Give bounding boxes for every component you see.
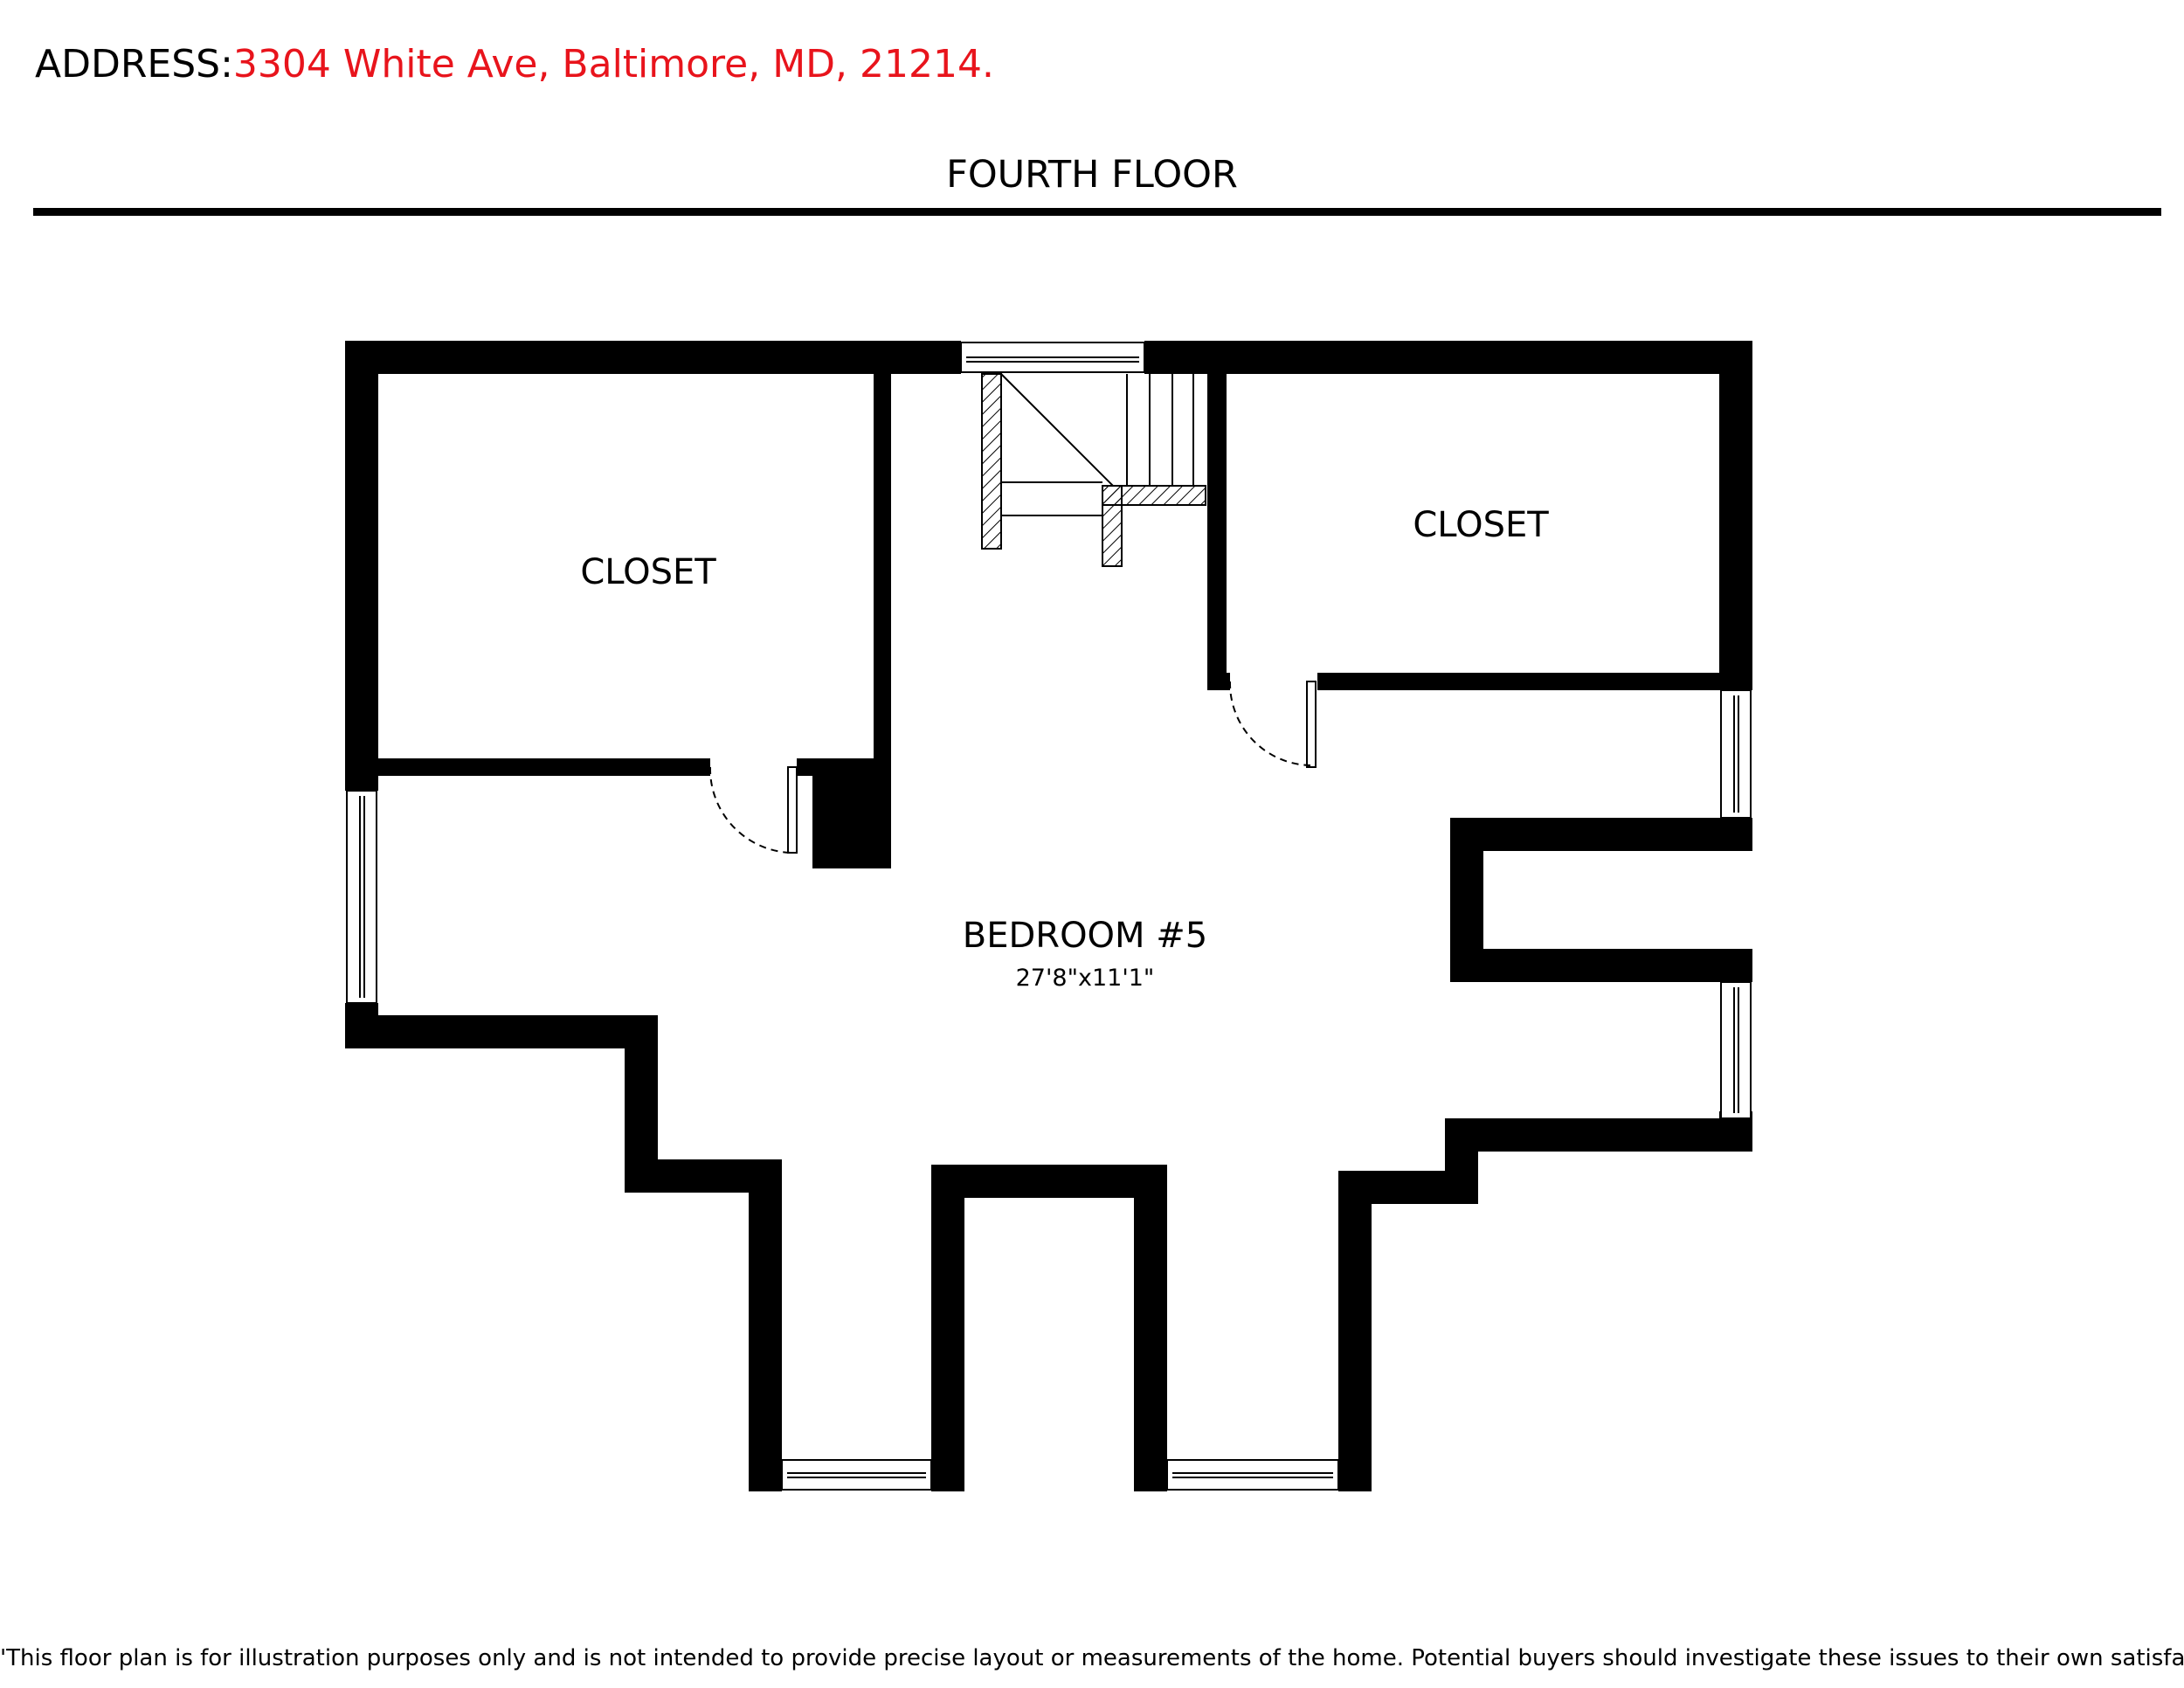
floor-title: FOURTH FLOOR (946, 153, 1238, 197)
room-dimensions-bedroom: 27'8"x11'1" (1016, 965, 1155, 992)
doors (708, 681, 1317, 854)
exterior-walls (345, 341, 1752, 1491)
address-value: 3304 White Ave, Baltimore, MD, 21214. (232, 42, 994, 86)
address-line: ADDRESS:3304 White Ave, Baltimore, MD, 2… (35, 38, 994, 91)
door-left-closet (708, 766, 798, 854)
window-right-upper (1720, 689, 1752, 819)
window-bottom-left (781, 1459, 932, 1491)
window-right-lower (1720, 981, 1752, 1119)
window-left (346, 790, 377, 1004)
address-label: ADDRESS: (35, 42, 233, 86)
room-label-bedroom: BEDROOM #5 (963, 916, 1207, 956)
door-right-closet (1228, 681, 1317, 768)
window-bottom-right (1166, 1459, 1339, 1491)
staircase (981, 373, 1206, 567)
windows (346, 342, 1752, 1491)
room-label-closet-left: CLOSET (580, 552, 716, 592)
room-label-closet-right: CLOSET (1413, 505, 1549, 545)
interior-walls (378, 374, 1719, 868)
title-rule (33, 208, 2161, 216)
disclaimer: 'This floor plan is for illustration pur… (0, 1645, 2184, 1671)
window-top (960, 342, 1145, 373)
